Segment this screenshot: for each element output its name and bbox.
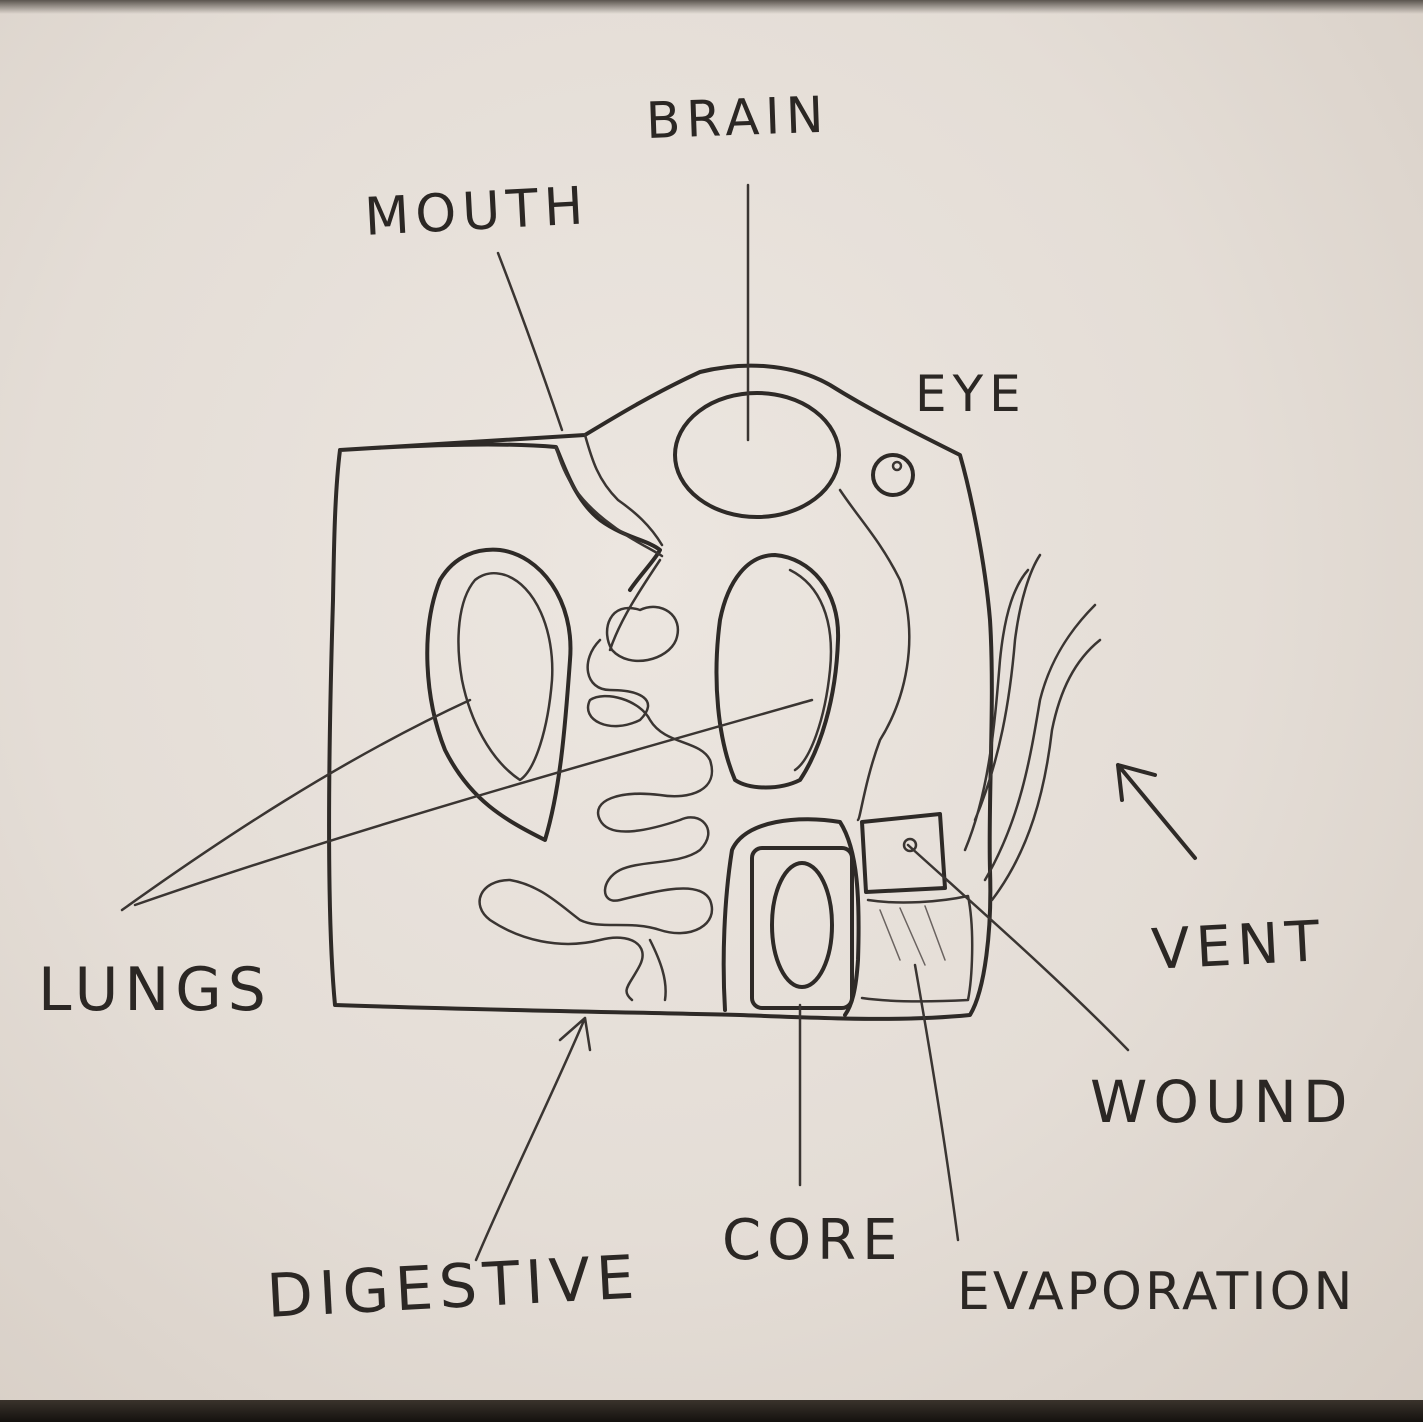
label-wound: WOUND — [1090, 1068, 1354, 1136]
label-core: CORE — [722, 1208, 904, 1273]
label-evaporation: EVAPORATION — [957, 1262, 1356, 1322]
eye-organ — [871, 453, 915, 497]
label-mouth: MOUTH — [363, 176, 591, 248]
brain-organ — [673, 391, 841, 519]
lung-left-inner — [457, 571, 554, 782]
vent-arrow — [1116, 763, 1197, 860]
label-vent: VENT — [1150, 908, 1327, 983]
eye-pupil — [891, 460, 903, 472]
wound-patch — [860, 812, 947, 894]
wound-leader — [906, 843, 1130, 1052]
brain-cavity-line — [608, 488, 911, 822]
label-brain: BRAIN — [645, 85, 831, 150]
evaporation-leader — [913, 963, 960, 1242]
lung-right-inner — [788, 568, 833, 772]
wound-spot — [902, 837, 918, 853]
label-eye: EYE — [915, 365, 1027, 423]
vent-tendrils — [963, 553, 1102, 902]
evaporation-box — [860, 894, 974, 1003]
core-chamber-outer — [721, 817, 861, 1017]
core-chamber-inner — [750, 846, 854, 1010]
lungs-leader-left — [120, 698, 472, 912]
digestive-leader — [474, 1016, 592, 1262]
evaporation-hatching — [879, 905, 946, 966]
mouth-notch — [554, 445, 664, 558]
lung-left — [425, 547, 573, 842]
mouth-notch-inner — [583, 433, 664, 547]
lung-right — [714, 553, 841, 790]
core-organ — [770, 861, 834, 989]
paper-top-edge — [0, 0, 1423, 14]
paper-bottom-edge — [0, 1400, 1423, 1422]
lungs-leader-right — [133, 698, 814, 907]
digestive-tract — [478, 605, 714, 1002]
mouth-leader — [496, 251, 564, 432]
label-lungs: LUNGS — [38, 955, 272, 1025]
